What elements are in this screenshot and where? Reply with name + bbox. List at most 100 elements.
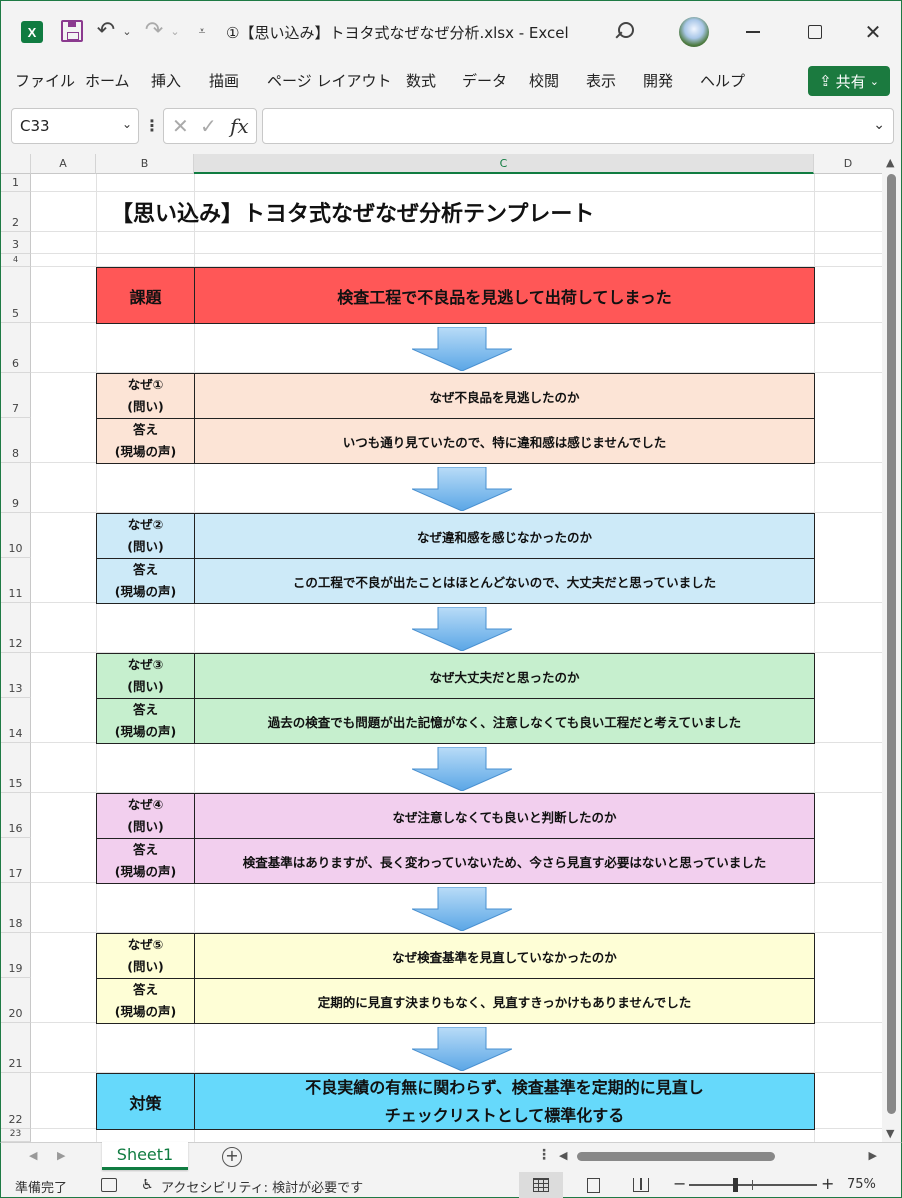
normal-view-button[interactable] (519, 1172, 563, 1198)
why-question-cell[interactable]: なぜ検査基準を見直していなかったのか (194, 933, 815, 979)
why-label-cell[interactable]: なぜ② (問い) (96, 513, 195, 559)
horizontal-scrollbar[interactable]: ◀ ▶ (559, 1149, 877, 1165)
next-sheet-icon[interactable]: ▶ (57, 1149, 66, 1162)
share-button[interactable]: ⇪ 共有 ⌄ (808, 66, 890, 96)
tab-help[interactable]: ヘルプ (700, 72, 746, 90)
more-options-icon[interactable]: ⋮ (144, 116, 160, 135)
why-question-cell[interactable]: なぜ不良品を見逃したのか (194, 373, 815, 419)
insert-function-icon[interactable]: fx (230, 114, 249, 138)
answer-label-cell[interactable]: 答え (現場の声) (96, 978, 195, 1024)
countermeasure-text-cell[interactable]: 不良実績の有無に関わらず、検査基準を定期的に見直し チェックリストとして標準化す… (194, 1073, 815, 1130)
vertical-scrollbar[interactable]: ▲ ▼ (882, 154, 902, 1142)
tab-page-layout[interactable]: ページ レイアウト (267, 72, 392, 90)
scroll-down-icon[interactable]: ▼ (886, 1127, 895, 1140)
zoom-slider-knob[interactable] (733, 1178, 738, 1192)
row-header[interactable]: 11 (1, 558, 31, 603)
tab-view[interactable]: 表示 (586, 72, 617, 90)
row-header[interactable]: 4 (1, 254, 31, 267)
page-break-view-button[interactable] (619, 1172, 663, 1198)
scroll-left-icon[interactable]: ◀ (559, 1149, 568, 1162)
add-sheet-button[interactable]: + (222, 1147, 242, 1167)
row-header[interactable]: 15 (1, 743, 31, 793)
scroll-thumb[interactable] (577, 1152, 775, 1161)
column-header-c[interactable]: C (194, 154, 814, 174)
cancel-icon[interactable]: ✕ (172, 114, 189, 138)
why-label-cell[interactable]: なぜ④ (問い) (96, 793, 195, 839)
tab-file[interactable]: ファイル (15, 72, 76, 90)
page-layout-view-button[interactable] (571, 1172, 615, 1198)
redo-icon[interactable]: ↷ (144, 17, 164, 43)
answer-cell[interactable]: いつも通り見ていたので、特に違和感は感じませんでした (194, 418, 815, 464)
row-header[interactable]: 12 (1, 603, 31, 653)
chevron-down-icon[interactable]: ⌄ (873, 117, 885, 133)
answer-cell[interactable]: 過去の検査でも問題が出た記憶がなく、注意しなくても良い工程だと考えていました (194, 698, 815, 744)
row-header[interactable]: 20 (1, 978, 31, 1023)
answer-label-cell[interactable]: 答え (現場の声) (96, 558, 195, 604)
customize-toolbar-icon[interactable]: ⩡ (198, 23, 206, 38)
undo-icon[interactable]: ↶ (96, 17, 116, 43)
row-header[interactable]: 21 (1, 1023, 31, 1073)
answer-cell[interactable]: この工程で不良が出たことはほとんどないので、大丈夫だと思っていました (194, 558, 815, 604)
zoom-level[interactable]: 75% (847, 1177, 876, 1192)
tab-developer[interactable]: 開発 (643, 72, 674, 90)
row-header[interactable]: 8 (1, 418, 31, 463)
search-icon[interactable] (609, 19, 635, 45)
zoom-out-button[interactable]: − (673, 1174, 687, 1193)
row-header[interactable]: 5 (1, 267, 31, 323)
scroll-up-icon[interactable]: ▲ (886, 156, 895, 169)
chevron-down-icon[interactable]: ⌄ (121, 117, 132, 131)
tab-formulas[interactable]: 数式 (406, 72, 437, 90)
row-header[interactable]: 14 (1, 698, 31, 743)
tab-review[interactable]: 校閲 (529, 72, 560, 90)
scroll-right-icon[interactable]: ▶ (868, 1149, 877, 1162)
answer-label-cell[interactable]: 答え (現場の声) (96, 698, 195, 744)
tab-insert[interactable]: 挿入 (151, 72, 182, 90)
name-box[interactable]: C33 ⌄ (11, 108, 139, 144)
column-header-d[interactable]: D (814, 154, 882, 174)
worksheet-grid[interactable]: A B C D 1 2 3 4 5 6 7 8 9 10 11 12 13 14… (0, 154, 882, 1142)
column-header-a[interactable]: A (31, 154, 96, 174)
tab-home[interactable]: ホーム (85, 72, 130, 90)
row-header[interactable]: 7 (1, 373, 31, 418)
minimize-button[interactable] (741, 21, 765, 43)
why-question-cell[interactable]: なぜ大丈夫だと思ったのか (194, 653, 815, 699)
answer-label-cell[interactable]: 答え (現場の声) (96, 418, 195, 464)
sheet-tab-sheet1[interactable]: Sheet1 (102, 1142, 188, 1170)
tab-data[interactable]: データ (462, 72, 508, 90)
close-button[interactable]: ✕ (864, 20, 882, 44)
enter-icon[interactable]: ✓ (200, 114, 217, 138)
row-header[interactable]: 10 (1, 513, 31, 558)
answer-label-cell[interactable]: 答え (現場の声) (96, 838, 195, 884)
row-header[interactable]: 3 (1, 232, 31, 254)
why-label-cell[interactable]: なぜ③ (問い) (96, 653, 195, 699)
problem-label-cell[interactable]: 課題 (96, 267, 195, 324)
row-header[interactable]: 22 (1, 1073, 31, 1129)
why-question-cell[interactable]: なぜ違和感を感じなかったのか (194, 513, 815, 559)
answer-cell[interactable]: 定期的に見直す決まりもなく、見直すきっかけもありませんでした (194, 978, 815, 1024)
tab-splitter-icon[interactable]: ⋮ (537, 1147, 551, 1163)
select-all-corner[interactable] (1, 154, 31, 174)
row-header[interactable]: 2 (1, 192, 31, 232)
row-header[interactable]: 13 (1, 653, 31, 698)
maximize-button[interactable] (803, 21, 827, 43)
accessibility-status[interactable]: アクセシビリティ: 検討が必要です (161, 1181, 364, 1196)
prev-sheet-icon[interactable]: ◀ (29, 1149, 38, 1162)
zoom-in-button[interactable]: + (821, 1174, 835, 1193)
row-header[interactable]: 1 (1, 174, 31, 192)
zoom-slider[interactable] (689, 1178, 817, 1192)
avatar[interactable] (679, 17, 709, 47)
undo-dropdown-icon[interactable]: ⌄ (122, 24, 132, 38)
save-icon[interactable] (61, 20, 83, 42)
countermeasure-label-cell[interactable]: 対策 (96, 1073, 195, 1130)
formula-input[interactable]: ⌄ (262, 108, 894, 144)
row-header[interactable]: 19 (1, 933, 31, 978)
why-label-cell[interactable]: なぜ⑤ (問い) (96, 933, 195, 979)
tab-draw[interactable]: 描画 (209, 72, 240, 90)
row-header[interactable]: 17 (1, 838, 31, 883)
answer-cell[interactable]: 検査基準はありますが、長く変わっていないため、今さら見直す必要はないと思っていま… (194, 838, 815, 884)
row-header[interactable]: 23 (1, 1129, 31, 1142)
macro-record-icon[interactable] (101, 1178, 117, 1192)
scroll-thumb[interactable] (887, 174, 896, 1114)
row-header[interactable]: 9 (1, 463, 31, 513)
redo-dropdown-icon[interactable]: ⌄ (170, 24, 180, 38)
